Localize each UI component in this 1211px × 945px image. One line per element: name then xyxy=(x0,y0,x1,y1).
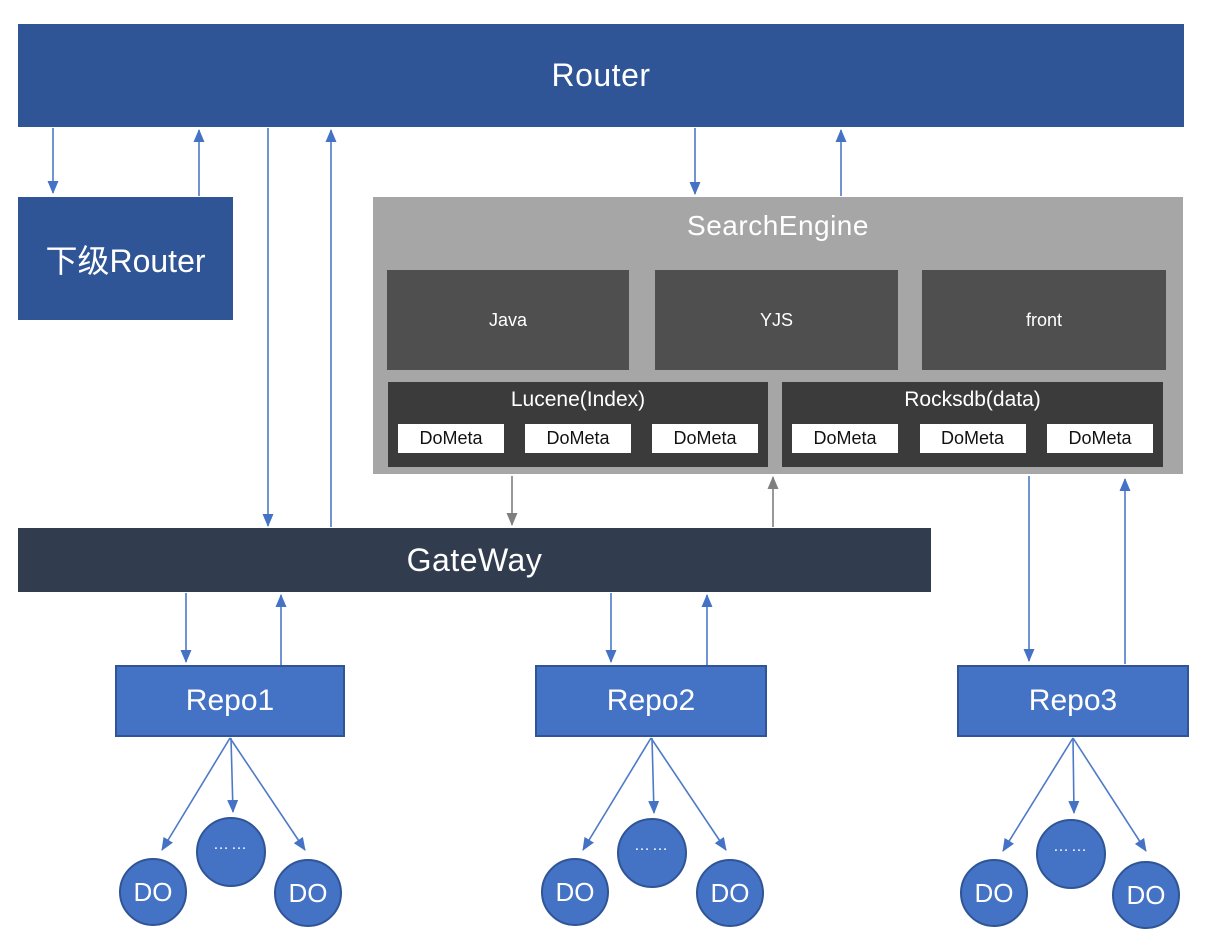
router-node: Router xyxy=(18,24,1184,127)
repo3-node: Repo3 xyxy=(957,665,1189,737)
router-label: Router xyxy=(551,57,651,93)
ellipsis-label: …… xyxy=(213,836,249,853)
module-java: Java xyxy=(387,270,629,370)
search-engine-group: SearchEngine Java YJS front Lucene(Index… xyxy=(373,197,1183,474)
module-yjs: YJS xyxy=(655,270,898,370)
do-label: DO xyxy=(974,877,1014,908)
dometa-chip: DoMeta xyxy=(398,424,504,453)
repo3-label: Repo3 xyxy=(1028,684,1118,717)
do-label: DO xyxy=(1126,879,1166,910)
do-label: DO xyxy=(710,877,750,908)
store-lucene-index: Lucene(Index) DoMeta DoMeta DoMeta xyxy=(388,382,768,467)
edge-repo2-to-do-2-middle xyxy=(648,737,660,814)
ellipsis-circle: …… xyxy=(1036,819,1106,889)
repo2-label: Repo2 xyxy=(606,684,696,717)
dometa-chip: DoMeta xyxy=(652,424,758,453)
do-label: DO xyxy=(288,877,328,908)
do-circle: DO xyxy=(696,859,764,927)
dometa-chip: DoMeta xyxy=(1047,424,1153,453)
sub-router-node: 下级Router xyxy=(18,197,233,320)
dometa-chip: DoMeta xyxy=(792,424,898,453)
module-java-label: Java xyxy=(488,309,528,330)
do-circle: DO xyxy=(1112,861,1180,929)
module-front-label: front xyxy=(1025,309,1063,330)
do-circle: DO xyxy=(960,859,1028,927)
dometa-chip: DoMeta xyxy=(919,424,1026,453)
search-engine-title: SearchEngine xyxy=(687,210,869,241)
edge-repo3-to-do-3-middle xyxy=(1068,737,1080,814)
lucene-chip-row: DoMeta DoMeta DoMeta xyxy=(388,424,768,453)
repo2-node: Repo2 xyxy=(535,665,767,737)
ellipsis-circle: …… xyxy=(617,818,687,888)
do-circle: DO xyxy=(274,859,342,927)
repo1-label: Repo1 xyxy=(185,684,275,717)
do-label: DO xyxy=(555,876,595,907)
repo1-node: Repo1 xyxy=(115,665,345,737)
module-yjs-label: YJS xyxy=(759,309,793,330)
ellipsis-label: …… xyxy=(1053,838,1089,855)
ellipsis-label: …… xyxy=(634,837,670,854)
ellipsis-circle: …… xyxy=(196,817,266,887)
gateway-node: GateWay xyxy=(18,528,931,592)
store-rocksdb-title: Rocksdb(data) xyxy=(904,388,1041,411)
edge-repo1-to-do-1-middle xyxy=(227,737,239,813)
do-label: DO xyxy=(133,876,173,907)
do-circle: DO xyxy=(119,858,187,926)
sub-router-label: 下级Router xyxy=(45,242,206,279)
module-front: front xyxy=(922,270,1166,370)
store-rocksdb-data: Rocksdb(data) DoMeta DoMeta DoMeta xyxy=(782,382,1163,467)
rocksdb-chip-row: DoMeta DoMeta DoMeta xyxy=(782,424,1163,453)
do-circle: DO xyxy=(541,858,609,926)
gateway-label: GateWay xyxy=(406,541,543,578)
store-lucene-title: Lucene(Index) xyxy=(510,388,646,411)
dometa-chip: DoMeta xyxy=(525,424,631,453)
